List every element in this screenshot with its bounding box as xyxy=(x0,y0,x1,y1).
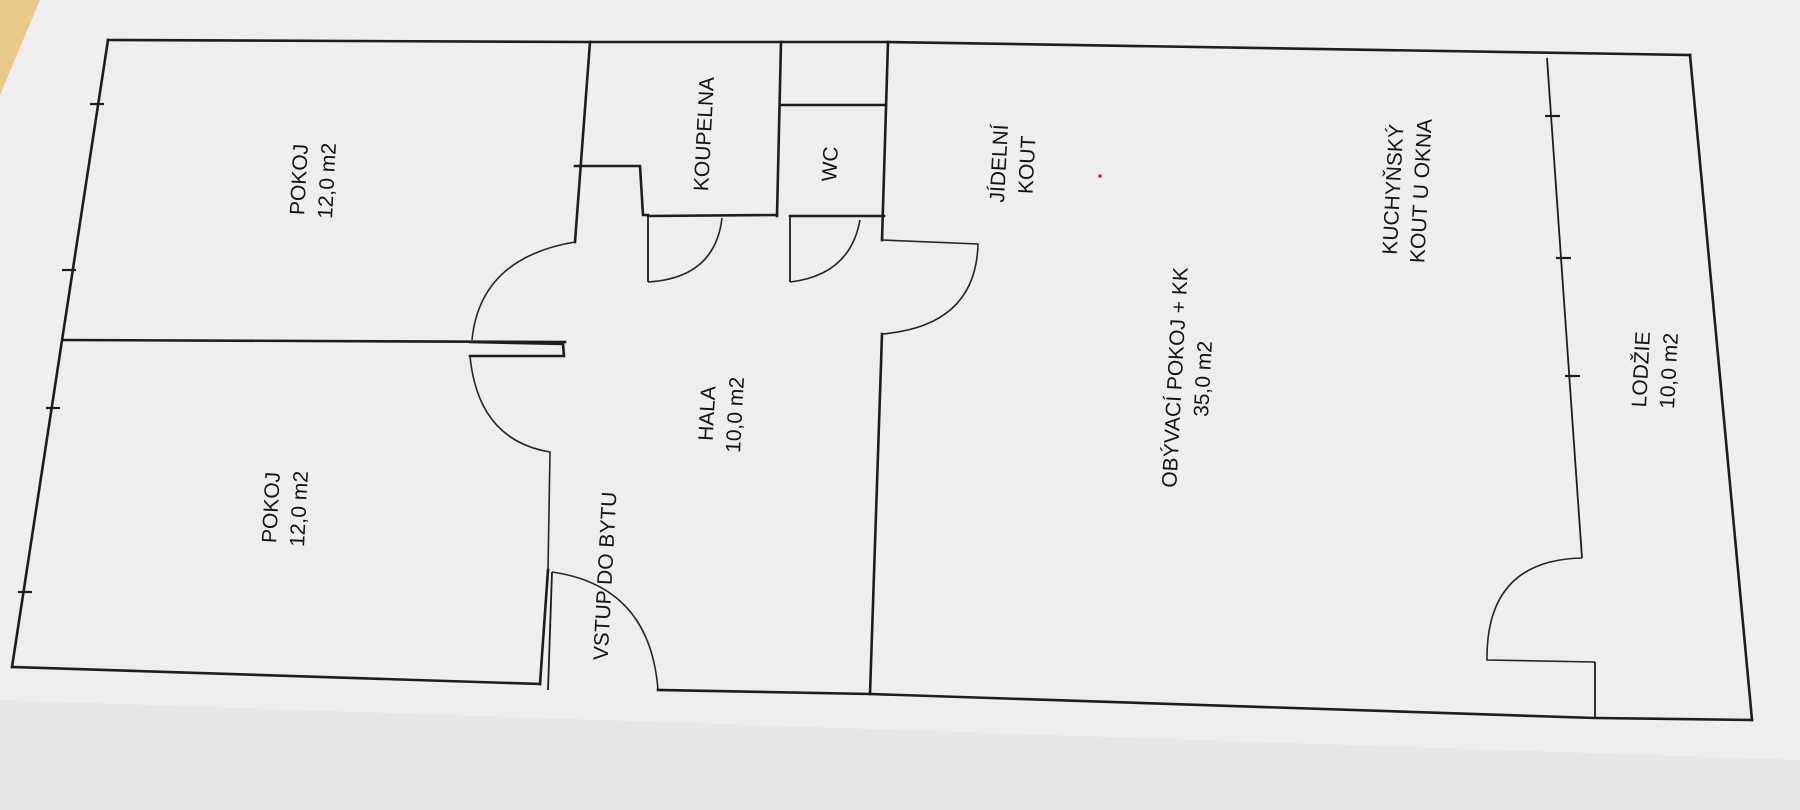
wall-bathroom-left xyxy=(573,164,650,217)
wall-top xyxy=(106,38,1692,57)
doors xyxy=(469,216,1596,691)
wall-bottom-bedroom xyxy=(538,568,550,686)
door-living xyxy=(881,239,979,335)
door-wc xyxy=(789,219,861,283)
door-entrance-leaf xyxy=(547,571,553,691)
label-dining-line2: KOUT xyxy=(1014,135,1040,195)
wall-wc-right xyxy=(880,40,890,242)
wall-bathroom-bottom xyxy=(646,213,779,218)
door-loggia xyxy=(1486,557,1596,663)
label-bedroom-top-area: 12,0 m2 xyxy=(314,142,341,219)
label-dining-line1: JÍDELNÍ xyxy=(986,124,1013,203)
wall-right xyxy=(1688,53,1754,722)
label-wc: WC xyxy=(818,146,843,182)
wall-bottom-right xyxy=(656,688,1754,722)
wall-bottom-left xyxy=(10,665,542,686)
wall-left xyxy=(10,38,110,669)
wall-loggia xyxy=(1546,57,1583,559)
label-loggia-area: 10,0 m2 xyxy=(1656,332,1683,409)
label-hall-area: 10,0 m2 xyxy=(722,376,749,453)
door-bathroom xyxy=(647,217,723,283)
paper-speck xyxy=(1098,174,1102,178)
door-bedroom-top xyxy=(471,241,576,341)
paper-shadow xyxy=(0,700,1800,810)
label-living-area: 35,0 m2 xyxy=(1190,340,1217,417)
label-loggia-name: LODŽIE xyxy=(1628,331,1655,408)
label-hall-name: HALA xyxy=(695,385,721,441)
label-bedroom-top-name: POKOJ xyxy=(286,143,313,215)
label-bedroom-bottom-area: 12,0 m2 xyxy=(286,470,313,547)
wall-bath-wc xyxy=(775,40,783,218)
wall-top-bedroom-door-a xyxy=(573,40,592,244)
dimension-ticks xyxy=(18,102,1580,594)
plan-walls xyxy=(10,38,1754,722)
door-bedroom-bottom xyxy=(469,355,551,571)
wall-hall-living xyxy=(868,332,884,696)
door-entrance xyxy=(551,571,659,691)
wall-bedroom-stub xyxy=(468,340,566,358)
label-bedroom-bottom-name: POKOJ xyxy=(258,471,285,543)
